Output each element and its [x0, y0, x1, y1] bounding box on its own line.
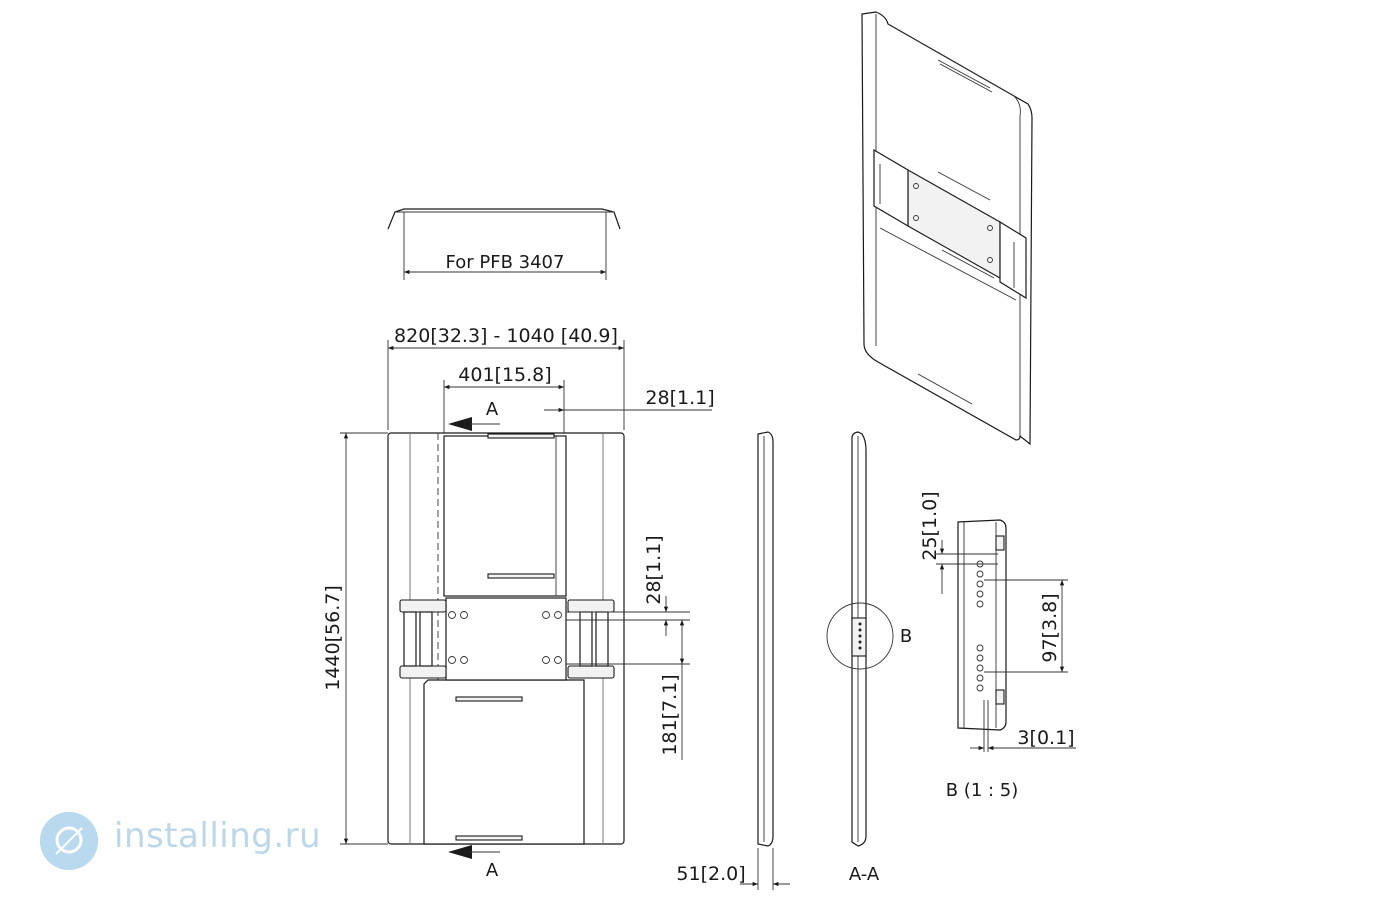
- detail-top-label: 25[1.0]: [919, 491, 941, 560]
- section-view-label: A-A: [849, 864, 880, 885]
- height-dimension-label: 1440[56.7]: [322, 585, 344, 691]
- section-marker-top: A: [486, 399, 499, 420]
- watermark-text: installing.ru: [114, 816, 322, 856]
- section-marker-bottom: A: [486, 860, 499, 881]
- side-view: 51[2.0]: [676, 431, 790, 890]
- isometric-view: [861, 11, 1033, 446]
- detail-callout-label: B: [900, 626, 912, 647]
- watermark: installing.ru: [22, 806, 321, 876]
- detail-pitch-label: 97[3.8]: [1039, 593, 1061, 662]
- detail-view: 25[1.0] 97[3.8] 3[0.1] B (1 : 5): [919, 491, 1076, 801]
- inner-width-label: 401[15.8]: [458, 364, 551, 386]
- top-view-label: For PFB 3407: [446, 252, 565, 273]
- front-view: 820[32.3] - 1040 [40.9] 401[15.8] 28[1.1…: [322, 325, 715, 881]
- vertical-offset-label: 28[1.1]: [643, 535, 665, 604]
- detail-holes: [976, 560, 984, 692]
- section-view: B A-A: [826, 431, 912, 885]
- detail-edge-label: 3[0.1]: [1017, 727, 1074, 749]
- detail-view-label: B (1 : 5): [946, 780, 1019, 801]
- vertical-pitch-label: 181[7.1]: [659, 674, 681, 755]
- brand-logo-icon: [40, 812, 98, 870]
- width-dimension-label: 820[32.3] - 1040 [40.9]: [394, 325, 618, 347]
- offset-dimension-label: 28[1.1]: [645, 387, 714, 409]
- top-view: For PFB 3407: [387, 208, 621, 280]
- depth-dimension-label: 51[2.0]: [676, 863, 745, 885]
